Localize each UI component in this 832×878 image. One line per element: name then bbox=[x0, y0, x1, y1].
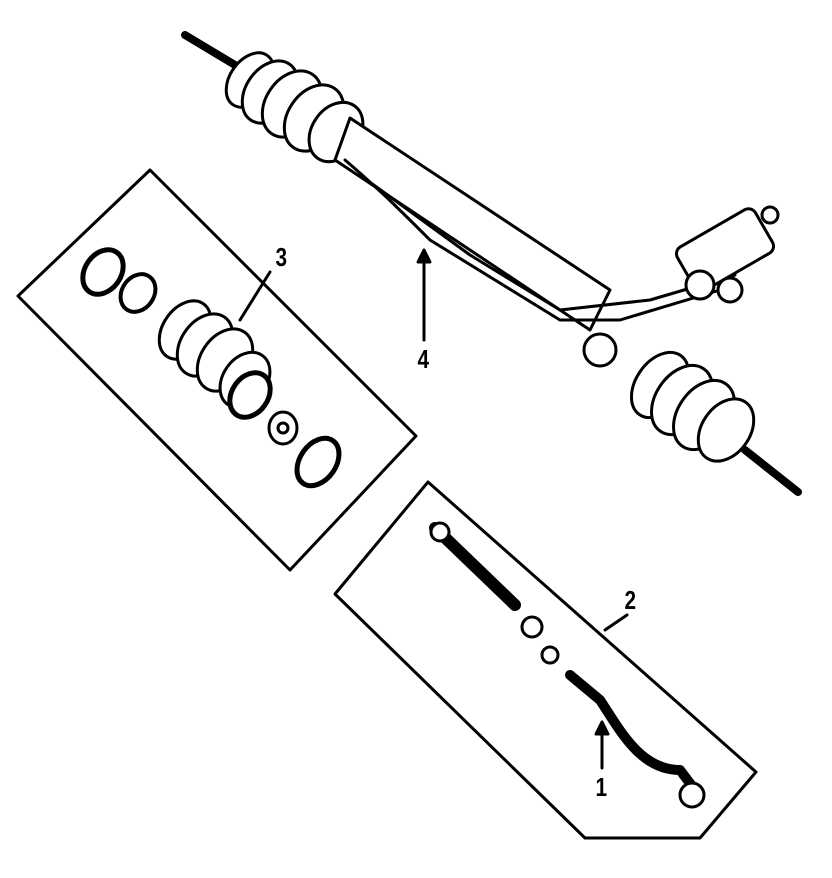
rack-housing bbox=[333, 116, 612, 332]
hydraulic-lines bbox=[343, 158, 737, 322]
right-bellows-boot bbox=[629, 350, 756, 463]
leader-2 bbox=[603, 613, 629, 632]
tie-rod-parts bbox=[429, 521, 706, 809]
kit-box-2 bbox=[333, 480, 758, 840]
steering-rack bbox=[181, 31, 802, 496]
leader-3 bbox=[238, 270, 272, 322]
kit-box-3 bbox=[16, 168, 418, 572]
callout-3: 3 bbox=[275, 242, 288, 272]
callout-1: 1 bbox=[595, 772, 608, 802]
boot-kit-parts bbox=[80, 247, 342, 489]
callout-2: 2 bbox=[624, 585, 637, 615]
valve-body bbox=[582, 205, 780, 368]
outer-tie-rod-end bbox=[565, 670, 700, 795]
callout-4: 4 bbox=[417, 344, 430, 374]
